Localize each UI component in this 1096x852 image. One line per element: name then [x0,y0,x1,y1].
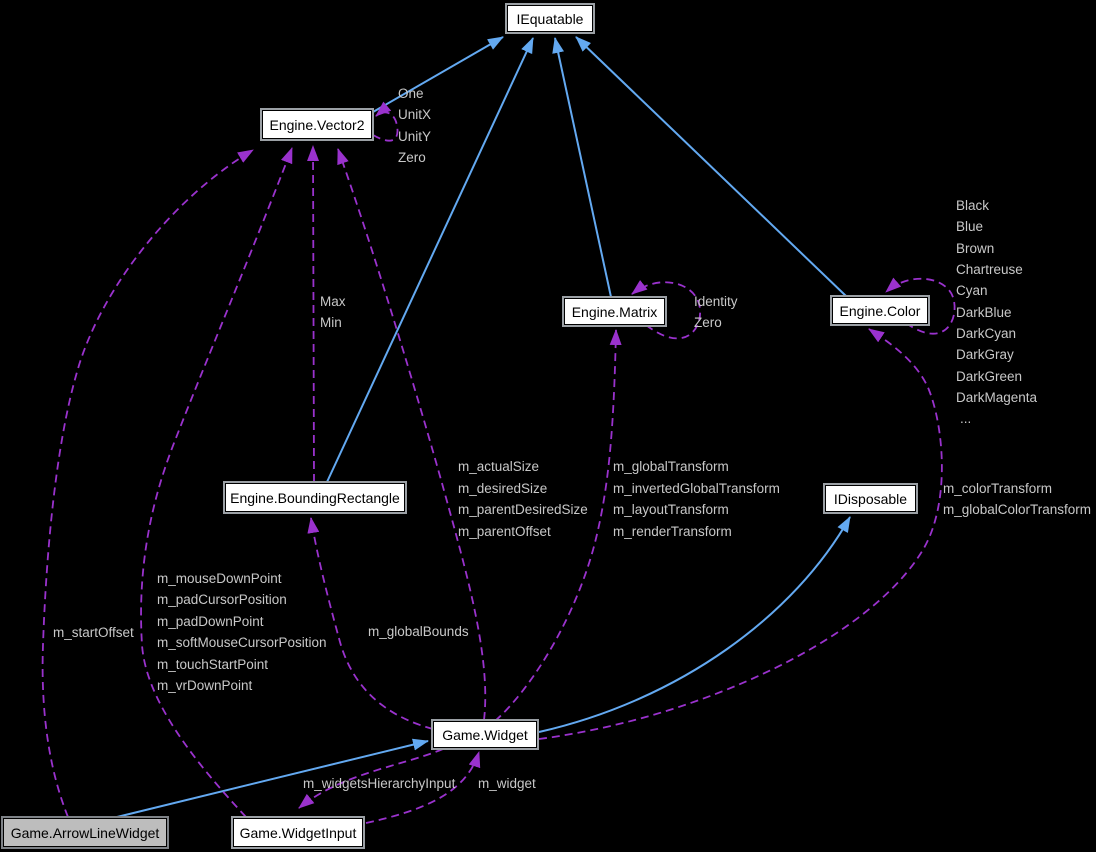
edge-vector2-iequatable [372,36,504,113]
edge-label-identity: Identity [694,294,738,309]
edge-label-one: One [398,86,424,101]
edge-label-zero: Zero [398,150,426,165]
edge-label-m-startoffset: m_startOffset [53,625,134,640]
edge-label-blue: Blue [956,219,984,234]
edge-widgetinput-widget [365,751,481,824]
edge-matrix-iequatable [552,37,612,298]
edge-widget-matrix [494,329,622,722]
edge-label-m-invertedglobaltransform: m_invertedGlobalTransform [613,481,780,496]
edge-label-min: Min [320,315,342,330]
edge-label-m-touchstartpoint: m_touchStartPoint [157,657,269,672]
edge-widget-widgetinput [298,748,444,809]
edge-label-m-vrdownpoint: m_vrDownPoint [157,678,253,693]
edge-label-m-globaltransform: m_globalTransform [613,459,729,474]
edge-label-m-softmousecursorposition: m_softMouseCursorPosition [157,635,327,650]
edge-label-brown: Brown [956,241,995,256]
edge-label-ellipsis: ... [960,411,972,426]
edge-label-m-globalbounds: m_globalBounds [368,624,469,639]
edge-arrowlinewidget-widget [116,738,429,818]
edge-label-m-mousedownpoint: m_mouseDownPoint [157,571,282,586]
edge-label-m-parentoffset: m_parentOffset [458,524,551,539]
edge-label-unitx: UnitX [398,107,432,122]
node-game-widget[interactable]: Game.Widget [431,719,539,750]
edge-label-m-paddownpoint: m_padDownPoint [157,614,264,629]
edge-boundingrectangle-iequatable [326,37,534,483]
edge-widget-color [538,328,943,740]
edge-widget-vector2 [337,148,487,721]
edge-color-self-loop [885,277,956,335]
edge-label-unity: UnitY [398,129,432,144]
edge-label-darkblue: DarkBlue [956,305,1012,320]
node-game-widgetinput[interactable]: Game.WidgetInput [231,816,365,849]
node-game-arrowlinewidget[interactable]: Game.ArrowLineWidget [1,816,169,849]
node-engine-matrix[interactable]: Engine.Matrix [562,296,667,327]
edge-label-m-widgetshierarchyinput: m_widgetsHierarchyInput [303,776,456,791]
edge-boundingrectangle-vector2 [307,145,320,483]
node-engine-boundingrectangle[interactable]: Engine.BoundingRectangle [223,481,407,514]
edge-label-matrix-zero: Zero [694,315,722,330]
edge-label-chartreuse: Chartreuse [956,262,1023,277]
edge-label-m-desiredsize: m_desiredSize [458,481,548,496]
node-iequatable[interactable]: IEquatable [505,3,595,34]
edge-vector2-self-loop [372,101,399,142]
edge-label-darkgray: DarkGray [956,347,1014,362]
edge-label-m-padcursorposition: m_padCursorPosition [157,592,287,607]
node-idisposable[interactable]: IDisposable [823,483,918,514]
edge-label-black: Black [956,198,990,213]
edge-label-m-globalcolortransform: m_globalColorTransform [943,502,1092,517]
node-engine-color[interactable]: Engine.Color [830,295,930,326]
edge-label-m-actualsize: m_actualSize [458,459,540,474]
edge-label-m-layouttransform: m_layoutTransform [613,502,729,517]
edge-label-darkcyan: DarkCyan [956,326,1017,341]
edge-widgetinput-vector2 [140,147,293,818]
edge-color-iequatable [575,36,847,297]
edge-label-darkgreen: DarkGreen [956,369,1023,384]
edge-label-m-rendertransform: m_renderTransform [613,524,732,539]
edge-label-cyan: Cyan [956,283,988,298]
edge-label-max: Max [320,294,346,309]
edge-label-m-colortransform: m_colorTransform [943,481,1053,496]
edge-widget-boundingrectangle [307,517,434,730]
edge-label-darkmagenta: DarkMagenta [956,390,1038,405]
node-engine-vector2[interactable]: Engine.Vector2 [260,108,374,141]
edge-label-m-parentdesiredsize: m_parentDesiredSize [458,502,588,517]
edge-arrowlinewidget-vector2 [41,149,254,818]
edge-label-m-widget: m_widget [478,776,536,791]
edge-matrix-self-loop [631,280,701,340]
edge-widget-idisposable [538,516,851,733]
